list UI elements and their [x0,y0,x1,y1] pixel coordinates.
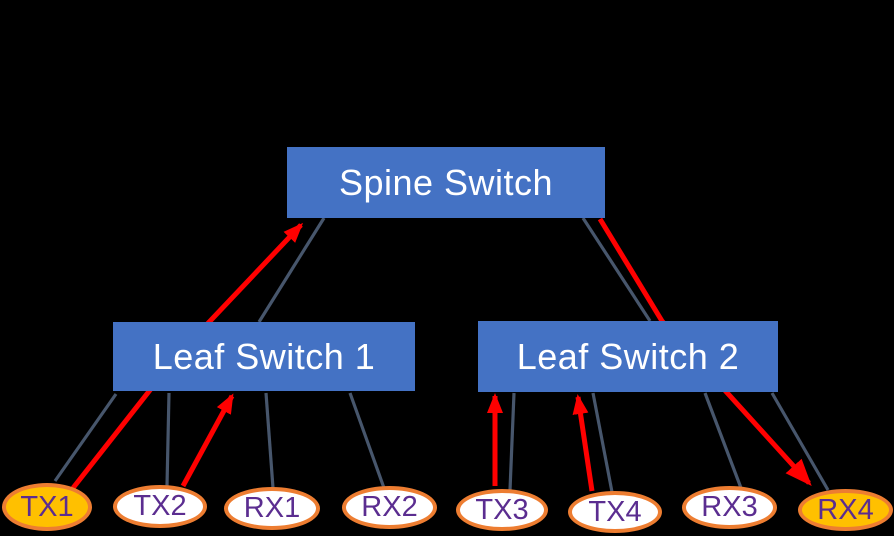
leaf-switch-1-label: Leaf Switch 1 [152,335,376,377]
link-spine-leaf1 [257,217,326,323]
leaf-switch-1: Leaf Switch 1 [113,322,415,391]
link-leaf1-tx2 [165,392,171,487]
node-rx1: RX1 [224,487,320,530]
node-tx2-label: TX2 [133,490,187,522]
node-rx2: RX2 [342,486,437,529]
spine-switch: Spine Switch [287,147,605,218]
node-tx4: TX4 [568,491,662,533]
node-rx3-label: RX3 [701,491,758,523]
link-leaf2-tx3 [508,392,516,491]
node-tx1-label: TX1 [20,490,74,523]
link-leaf2-tx4 [591,392,614,493]
leaf-switch-2-label: Leaf Switch 2 [516,335,740,377]
link-leaf2-rx3 [703,392,743,489]
node-tx2: TX2 [113,485,207,528]
node-tx1: TX1 [2,483,92,531]
link-leaf2-rx4 [770,392,830,491]
link-leaf1-tx1 [53,393,118,482]
node-tx3-label: TX3 [475,493,529,526]
flow-tx2-to-leaf1 [180,393,235,488]
node-rx1-label: RX1 [243,492,301,524]
node-tx3: TX3 [456,489,548,531]
spine-switch-label: Spine Switch [338,161,554,203]
node-rx3: RX3 [682,486,777,529]
node-tx4-label: TX4 [588,495,642,528]
link-leaf1-rx1 [264,392,275,489]
flow-tx4-to-leaf2 [572,394,595,492]
link-leaf1-rx2 [348,392,386,489]
node-rx2-label: RX2 [361,491,418,523]
fabric-links [53,217,830,493]
node-rx4: RX4 [798,489,893,531]
link-spine-leaf2 [581,217,652,322]
leaf-switch-2: Leaf Switch 2 [478,321,778,392]
node-rx4-label: RX4 [817,493,874,526]
